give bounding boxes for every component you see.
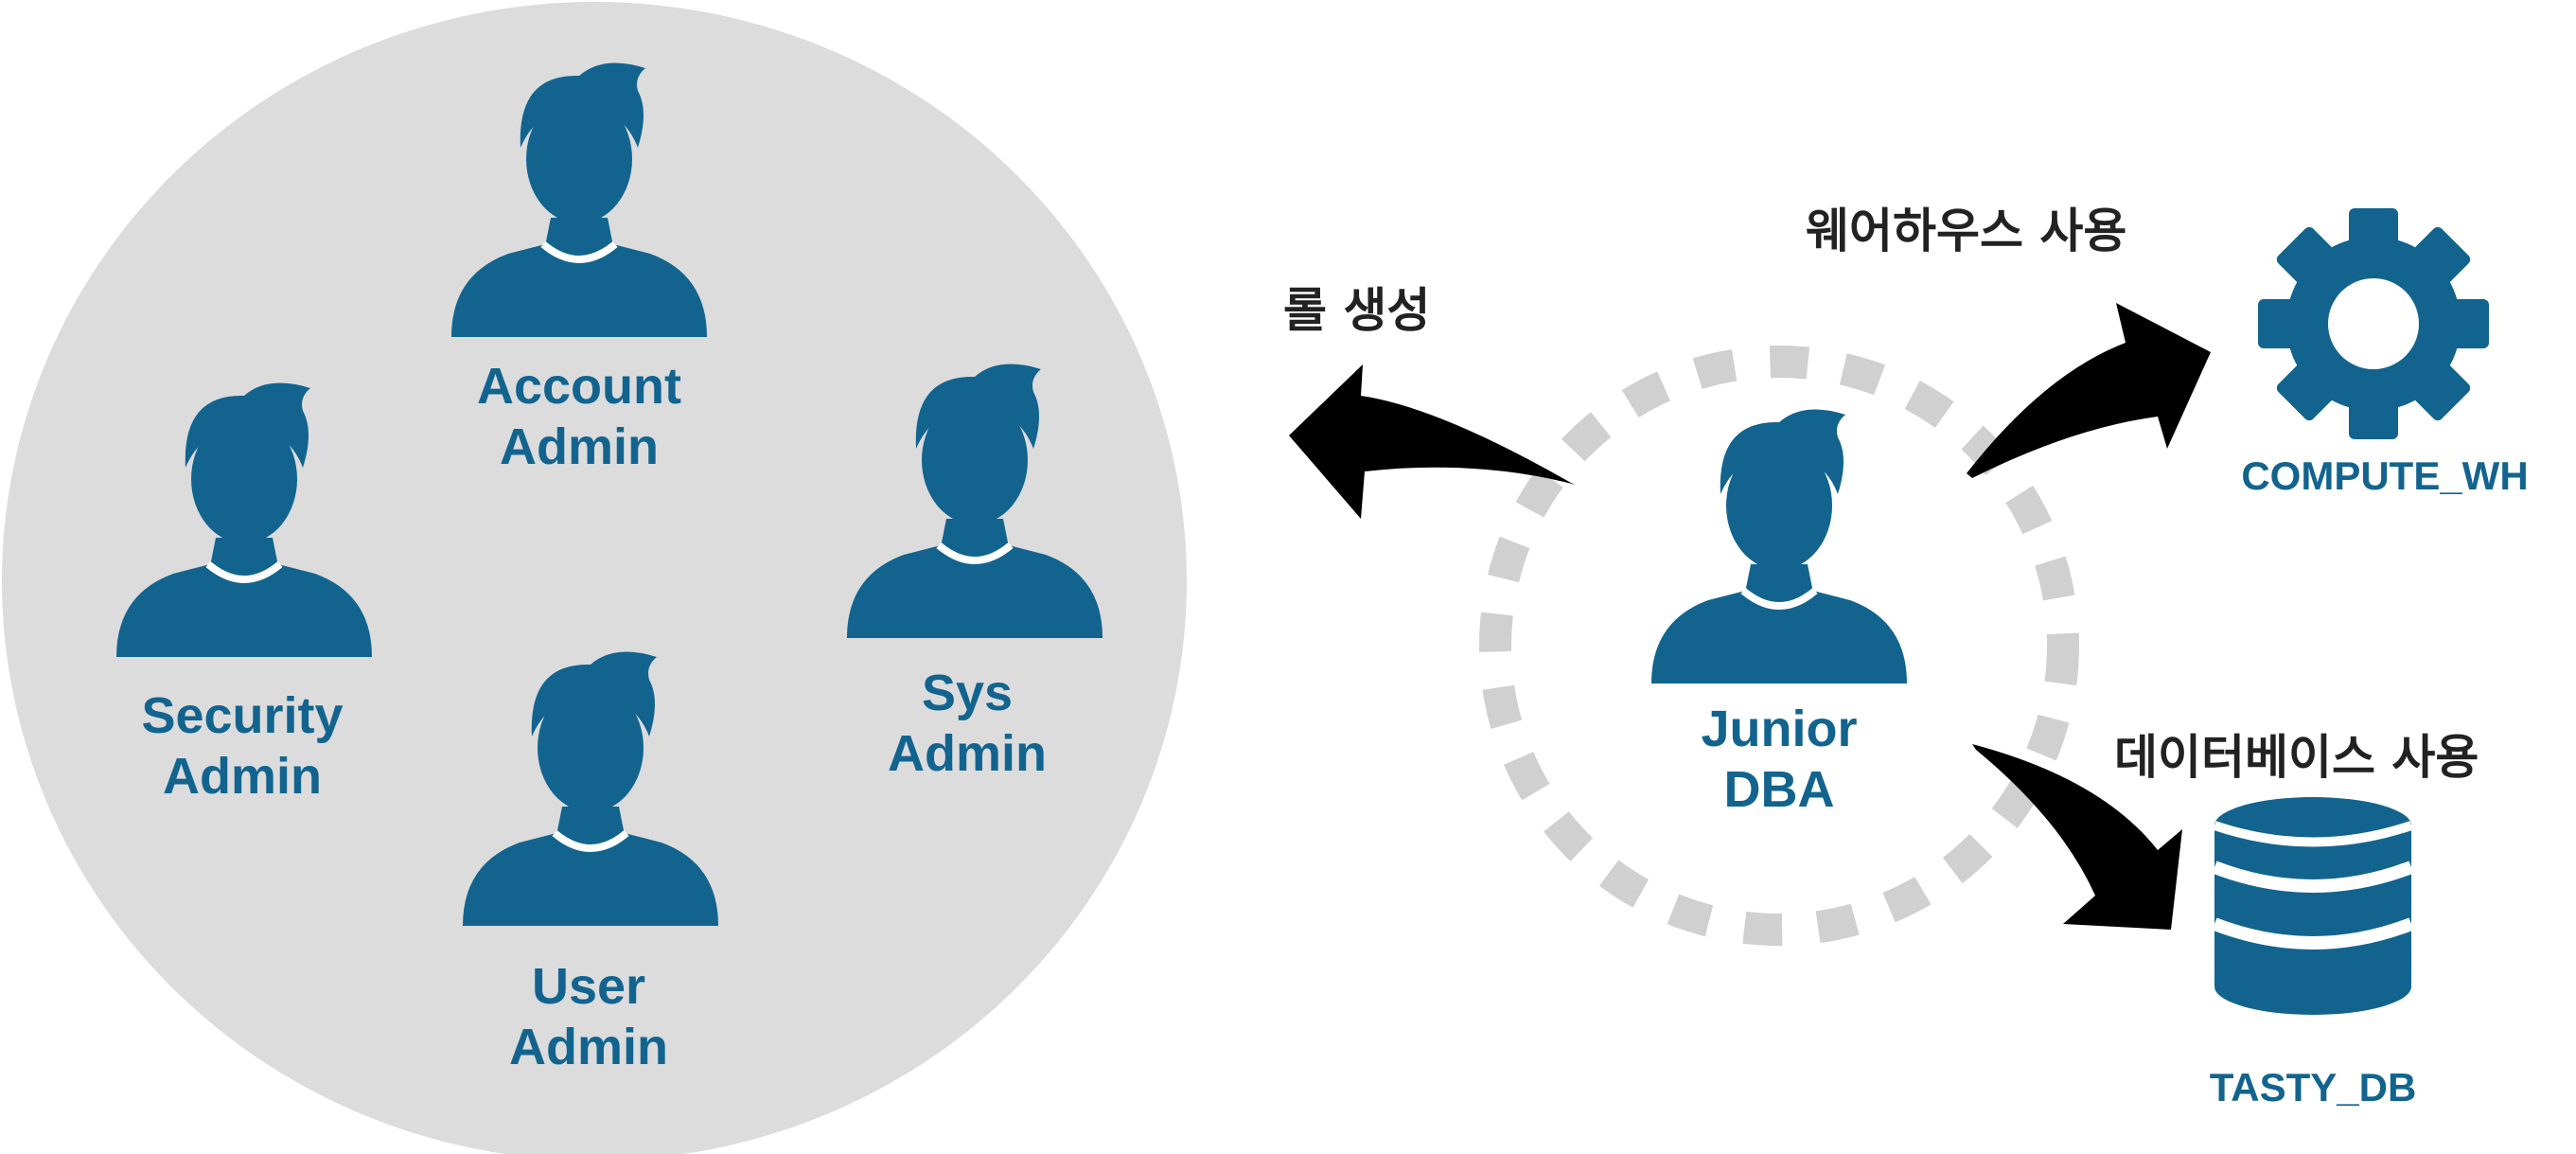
user-admin-line1: User — [531, 958, 646, 1015]
database-label: TASTY_DB — [2209, 1065, 2417, 1110]
use-database-arrow — [1972, 744, 2182, 930]
sys-admin-label: Sys Admin — [768, 663, 1166, 784]
account-admin-line1: Account — [477, 358, 681, 415]
junior-dba-ring — [1479, 346, 2079, 946]
gear-icon — [2258, 208, 2489, 439]
user-admin-label: User Admin — [390, 956, 787, 1077]
account-admin-label: Account Admin — [380, 356, 778, 477]
security-admin-label: Security Admin — [44, 685, 441, 807]
create-role-label: 롤 생성 — [1283, 283, 1431, 338]
junior-dba-icon — [1651, 410, 1907, 684]
sys-admin-line1: Sys — [921, 665, 1014, 721]
sys-admin-line2: Admin — [888, 725, 1047, 782]
junior-dba-line1: Junior — [1701, 701, 1858, 757]
security-admin-line1: Security — [141, 687, 344, 744]
junior-dba-line2: DBA — [1723, 761, 1835, 818]
create-role-arrow — [1289, 364, 1576, 519]
use-warehouse-label: 웨어하우스 사용 — [1806, 204, 2127, 258]
use-database-label: 데이터베이스 사용 — [2114, 730, 2479, 785]
admin-group-circle — [2, 2, 1187, 1154]
security-admin-line2: Admin — [163, 748, 322, 805]
use-warehouse-arrow — [1967, 303, 2211, 478]
account-admin-line2: Admin — [500, 418, 659, 475]
database-icon — [2212, 797, 2414, 1015]
user-admin-line2: Admin — [509, 1019, 668, 1075]
junior-dba-label: Junior DBA — [1580, 699, 1978, 820]
warehouse-label: COMPUTE_WH — [2241, 453, 2529, 498]
